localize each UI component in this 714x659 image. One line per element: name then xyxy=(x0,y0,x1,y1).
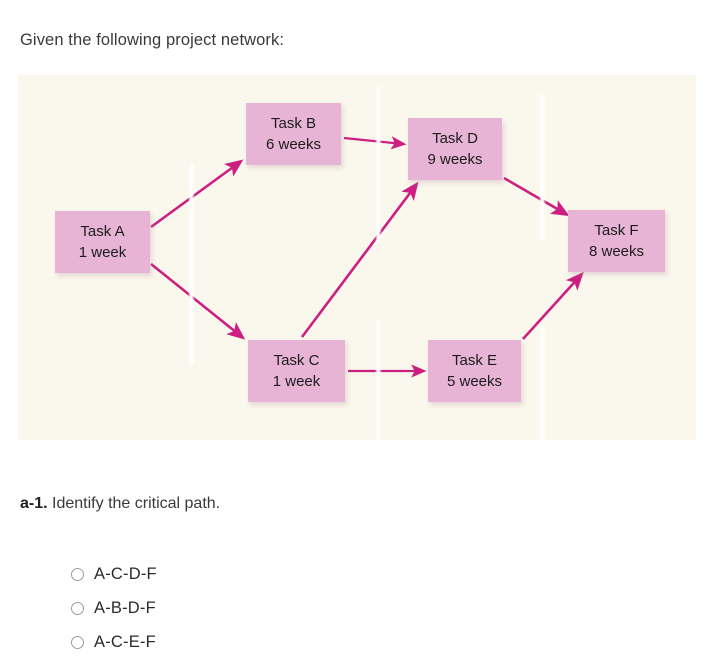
edge-b-to-d xyxy=(343,136,407,150)
radio-icon[interactable] xyxy=(71,635,84,649)
task-node-f: Task F 8 weeks xyxy=(568,210,665,272)
task-node-a-name: Task A xyxy=(80,223,125,240)
project-network-diagram: Task A 1 week Task B 6 weeks Task C 1 we… xyxy=(18,75,696,440)
sub-question: a-1. Identify the critical path. xyxy=(20,493,220,515)
task-node-e: Task E 5 weeks xyxy=(428,340,521,402)
task-node-d: Task D 9 weeks xyxy=(408,118,502,180)
question-prompt: Given the following project network: xyxy=(20,31,285,49)
task-node-f-name: Task F xyxy=(594,222,639,239)
edge-e-to-f xyxy=(522,271,584,340)
task-node-c-name: Task C xyxy=(273,352,320,369)
option-row-2[interactable]: A-B-D-F xyxy=(71,591,157,625)
task-node-e-duration: 5 weeks xyxy=(446,373,503,390)
task-node-d-duration: 9 weeks xyxy=(427,151,483,168)
edge-a-to-c xyxy=(150,262,246,340)
task-node-a-duration: 1 week xyxy=(78,244,127,261)
task-node-f-duration: 8 weeks xyxy=(588,243,645,260)
task-node-e-name: Task E xyxy=(451,352,497,369)
option-label-1: A-C-D-F xyxy=(94,564,157,583)
task-node-b: Task B 6 weeks xyxy=(246,103,341,165)
task-node-a: Task A 1 week xyxy=(55,211,150,273)
edge-c-to-d xyxy=(300,181,419,338)
edge-d-to-f xyxy=(503,176,570,217)
task-node-b-name: Task B xyxy=(270,115,316,132)
option-label-2: A-B-D-F xyxy=(94,598,156,617)
sub-question-label: a-1. xyxy=(20,495,48,512)
task-node-b-duration: 6 weeks xyxy=(265,136,322,153)
option-row-3[interactable]: A-C-E-F xyxy=(71,625,157,659)
option-label-3: A-C-E-F xyxy=(94,632,156,651)
radio-icon[interactable] xyxy=(71,601,84,615)
answer-options: A-C-D-F A-B-D-F A-C-E-F xyxy=(71,557,157,659)
task-node-c-duration: 1 week xyxy=(272,373,321,390)
sub-question-text: Identify the critical path. xyxy=(52,495,221,512)
diagram-arrows-layer xyxy=(150,136,584,378)
radio-icon[interactable] xyxy=(71,567,84,581)
task-node-d-name: Task D xyxy=(432,130,478,147)
edge-a-to-b xyxy=(150,159,244,229)
option-row-1[interactable]: A-C-D-F xyxy=(71,557,157,591)
task-node-c: Task C 1 week xyxy=(248,340,345,402)
